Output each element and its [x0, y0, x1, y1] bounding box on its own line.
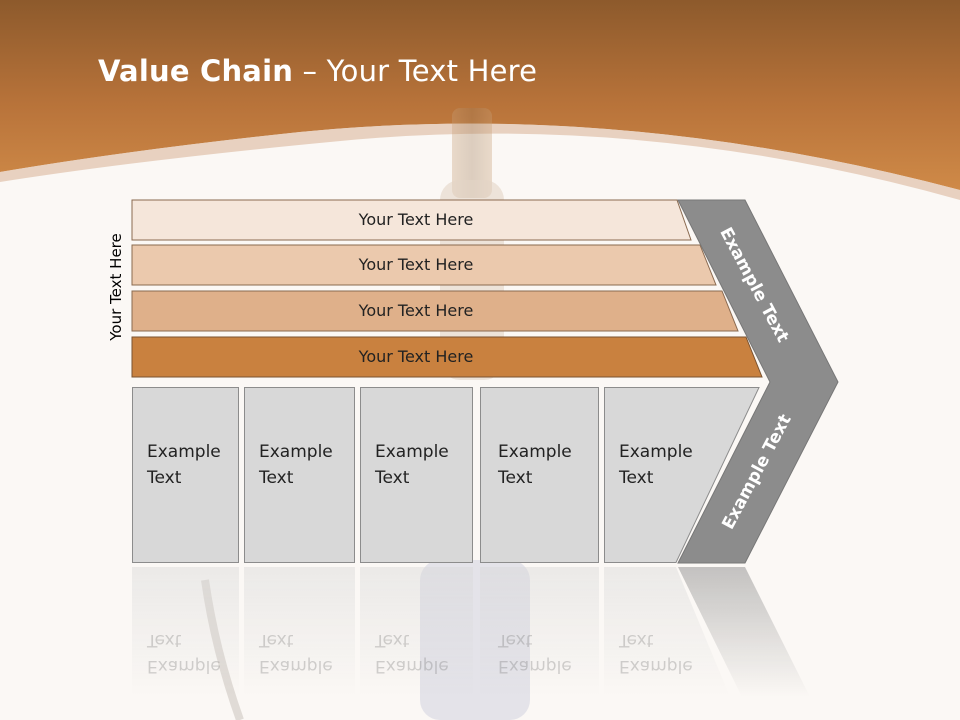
reflection-text-3-line-1: Example [375, 656, 449, 676]
reflection-text-1-line-1: Example [147, 656, 221, 676]
reflection-text-3: Example Text [375, 627, 449, 679]
card-2-line-1: Example [259, 442, 333, 462]
reflection-text-5-line-2: Text [619, 630, 654, 650]
card-3-line-1: Example [375, 442, 449, 462]
reflection-text-5: Example Text [619, 627, 693, 679]
reflection-text-4-line-1: Example [498, 656, 572, 676]
card-5-line-2: Text [619, 468, 654, 488]
header-band [0, 0, 960, 190]
band-1-label: Your Text Here [358, 210, 474, 229]
slide-title: Value Chain – Your Text Here [98, 54, 537, 88]
reflection-text-2-line-1: Example [259, 656, 333, 676]
reflection-text-1: Example Text [147, 627, 221, 679]
reflection-text-4: Example Text [498, 627, 572, 679]
reflection: Example Text Example Text Example Text Exam… [0, 567, 960, 717]
card-3-line-2: Text [375, 468, 410, 488]
band-2-label: Your Text Here [358, 255, 474, 274]
title-rest: – Your Text Here [293, 54, 538, 88]
header-swoosh [0, 123, 960, 200]
title-bold: Value Chain [98, 54, 294, 88]
card-4-line-2: Text [498, 468, 533, 488]
reflection-text-2: Example Text [259, 627, 333, 679]
reflection-text-3-line-2: Text [375, 630, 410, 650]
band-4-label: Your Text Here [358, 347, 474, 366]
band-3-label: Your Text Here [358, 301, 474, 320]
reflection-text-2-line-2: Text [259, 630, 294, 650]
card-5-line-1: Example [619, 442, 693, 462]
card-1-line-2: Text [147, 468, 182, 488]
reflection-text-5-line-1: Example [619, 656, 693, 676]
card-1-line-1: Example [147, 442, 221, 462]
card-2-line-2: Text [259, 468, 294, 488]
card-4-line-1: Example [498, 442, 572, 462]
reflection-text-4-line-2: Text [498, 630, 533, 650]
reflection-text-1-line-2: Text [147, 630, 182, 650]
